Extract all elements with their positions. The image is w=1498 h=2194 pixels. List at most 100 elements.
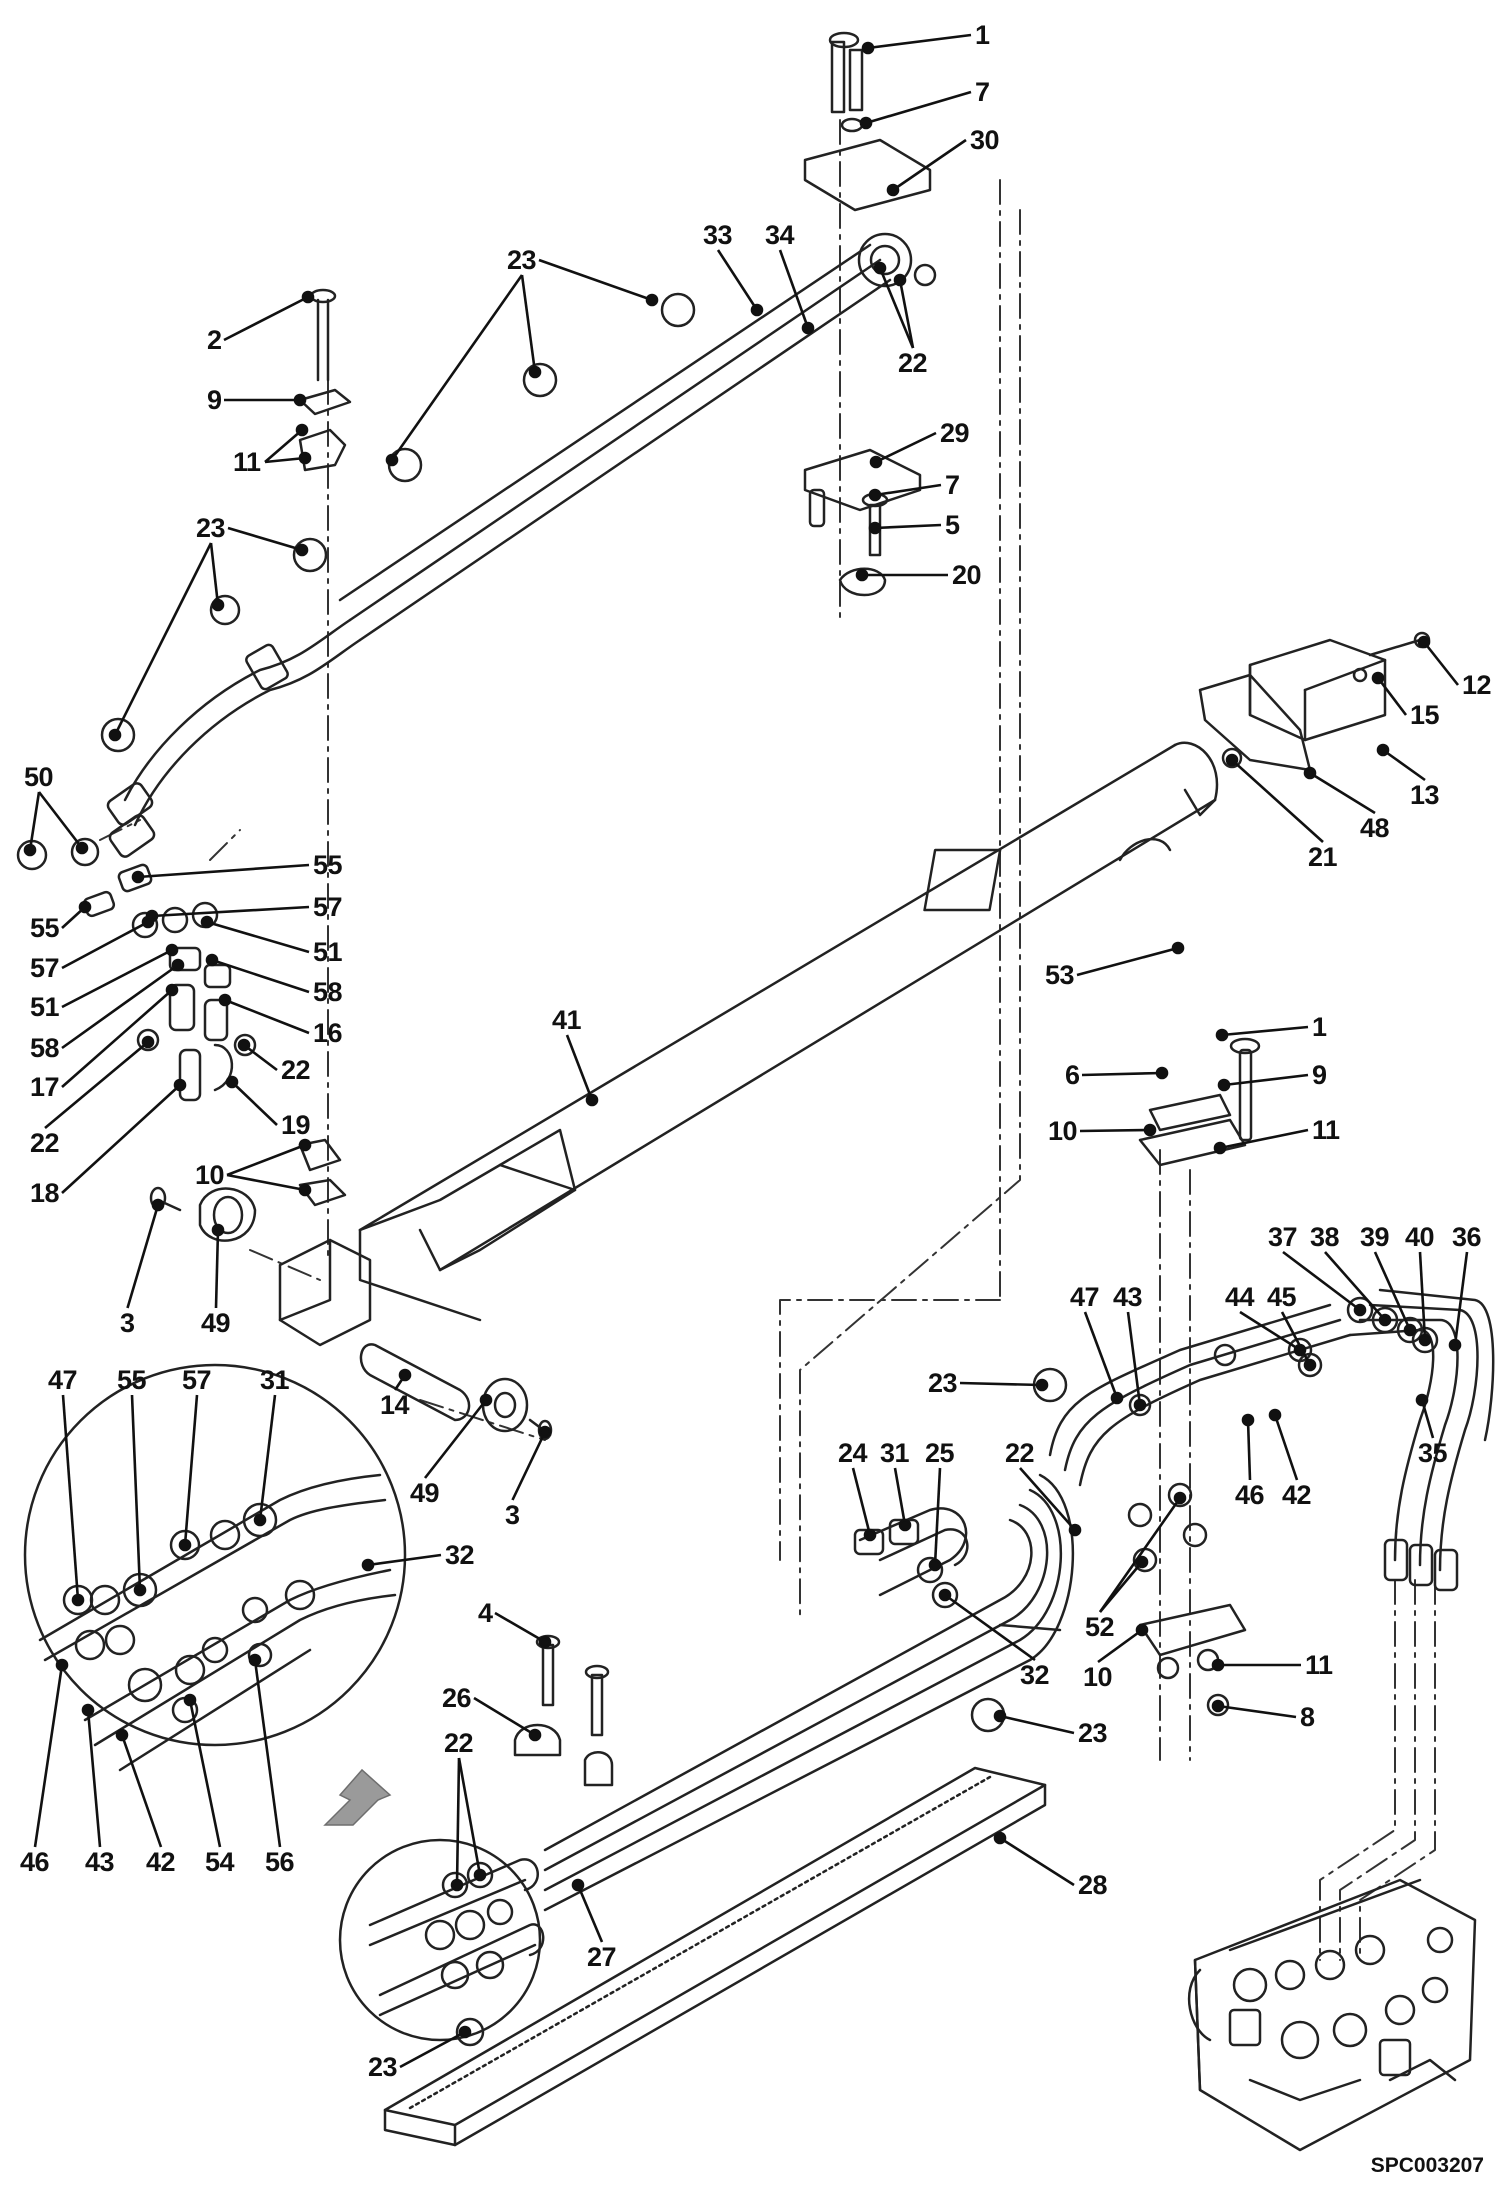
leader-line-50	[28, 791, 41, 851]
leader-dot-22	[237, 1038, 251, 1052]
leader-dot-12	[1417, 635, 1431, 649]
leader-line-21	[1231, 759, 1324, 843]
leader-dot-50	[23, 843, 37, 857]
leader-line-57	[183, 1394, 199, 1546]
leader-lines	[23, 33, 1469, 2069]
callout-23: 23	[928, 1368, 958, 1398]
leader-line-29	[875, 431, 937, 464]
leader-dot-33	[750, 303, 764, 317]
leader-line-8	[1217, 1704, 1297, 1719]
callout-13: 13	[1410, 780, 1440, 810]
leader-dot-23	[1035, 1378, 1049, 1392]
leader-line-32	[367, 1553, 442, 1567]
leader-dot-57	[178, 1538, 192, 1552]
leader-line-15	[1376, 677, 1408, 716]
callout-11: 11	[233, 447, 261, 477]
callout-51: 51	[313, 937, 343, 967]
callout-54: 54	[205, 1847, 235, 1877]
leader-dot-15	[1371, 671, 1385, 685]
leader-line-51	[206, 920, 310, 954]
callout-47: 47	[48, 1365, 78, 1395]
leader-dot-21	[1225, 753, 1239, 767]
leader-dot-6	[1155, 1066, 1169, 1080]
leader-dot-23	[458, 2025, 472, 2039]
leader-line-13	[1382, 748, 1426, 782]
leader-dot-39	[1403, 1323, 1417, 1337]
leader-line-10	[226, 1143, 306, 1177]
leader-dot-22	[450, 1878, 464, 1892]
leader-dot-41	[585, 1093, 599, 1107]
callout-55: 55	[313, 850, 343, 880]
drawing-code: SPC003207	[1370, 2154, 1484, 2177]
leader-line-53	[1076, 946, 1179, 977]
leader-line-28	[999, 1836, 1075, 1887]
leader-dot-22	[141, 1035, 155, 1049]
callout-57: 57	[182, 1365, 212, 1395]
leader-dot-26	[528, 1728, 542, 1742]
leader-dot-53	[1171, 941, 1185, 955]
leader-line-47	[1083, 1311, 1119, 1399]
leader-dot-22	[473, 1868, 487, 1882]
leader-dot-11	[298, 451, 312, 465]
callout-3: 3	[120, 1308, 135, 1338]
leader-line-43	[86, 1709, 102, 1848]
leader-line-4	[494, 1611, 546, 1644]
leader-dot-29	[869, 455, 883, 469]
detail-circle-middle	[338, 1838, 545, 2042]
leader-line-22	[243, 1043, 278, 1072]
callout-43: 43	[85, 1847, 115, 1877]
leader-line-10	[1097, 1628, 1143, 1664]
leader-dot-22	[893, 273, 907, 287]
leader-dot-9	[293, 393, 307, 407]
leader-dot-10	[1143, 1123, 1157, 1137]
callout-24: 24	[838, 1438, 868, 1468]
callout-48: 48	[1360, 813, 1390, 843]
detail-circle-left	[23, 1363, 407, 1772]
callout-32: 32	[1020, 1660, 1050, 1690]
callout-55: 55	[117, 1365, 147, 1395]
leader-line-10	[226, 1173, 306, 1192]
leader-line-44	[1239, 1310, 1301, 1352]
leader-dot-55	[133, 1583, 147, 1597]
leader-line-23	[399, 2030, 466, 2069]
leader-line-23	[113, 542, 213, 736]
control-valve	[1187, 1878, 1477, 2152]
leader-dot-31	[253, 1513, 267, 1527]
callout-22: 22	[281, 1055, 311, 1085]
leader-line-19	[231, 1081, 278, 1126]
leader-dot-5	[868, 521, 882, 535]
leader-dot-23	[295, 543, 309, 557]
leader-line-22	[457, 1757, 482, 1876]
leader-line-23	[209, 542, 220, 606]
leader-dot-43	[81, 1703, 95, 1717]
leader-dot-18	[173, 1078, 187, 1092]
callout-15: 15	[1410, 700, 1440, 730]
callout-7: 7	[975, 77, 990, 107]
callout-23: 23	[196, 513, 226, 543]
upper-pipes	[106, 232, 937, 858]
leader-dot-28	[993, 1831, 1007, 1845]
leader-line-22	[44, 1041, 149, 1129]
callout-56: 56	[265, 1847, 295, 1877]
callout-23: 23	[507, 245, 537, 275]
leader-line-34	[778, 249, 810, 329]
callout-57: 57	[30, 953, 60, 983]
leader-line-23	[959, 1381, 1043, 1387]
leader-dot-8	[1211, 1699, 1225, 1713]
leader-dot-4	[538, 1635, 552, 1649]
callout-19: 19	[281, 1110, 311, 1140]
leader-dot-35	[1415, 1393, 1429, 1407]
callout-2: 2	[207, 325, 222, 355]
leader-line-22	[1019, 1467, 1076, 1531]
leader-dot-30	[886, 183, 900, 197]
leader-dot-38	[1378, 1313, 1392, 1327]
callout-34: 34	[765, 220, 795, 250]
leader-line-23	[520, 274, 537, 373]
callout-9: 9	[1312, 1060, 1327, 1090]
callout-12: 12	[1462, 670, 1492, 700]
callout-21: 21	[1308, 842, 1338, 872]
callout-1: 1	[975, 20, 990, 50]
leader-dot-34	[801, 321, 815, 335]
leader-dot-23	[385, 453, 399, 467]
